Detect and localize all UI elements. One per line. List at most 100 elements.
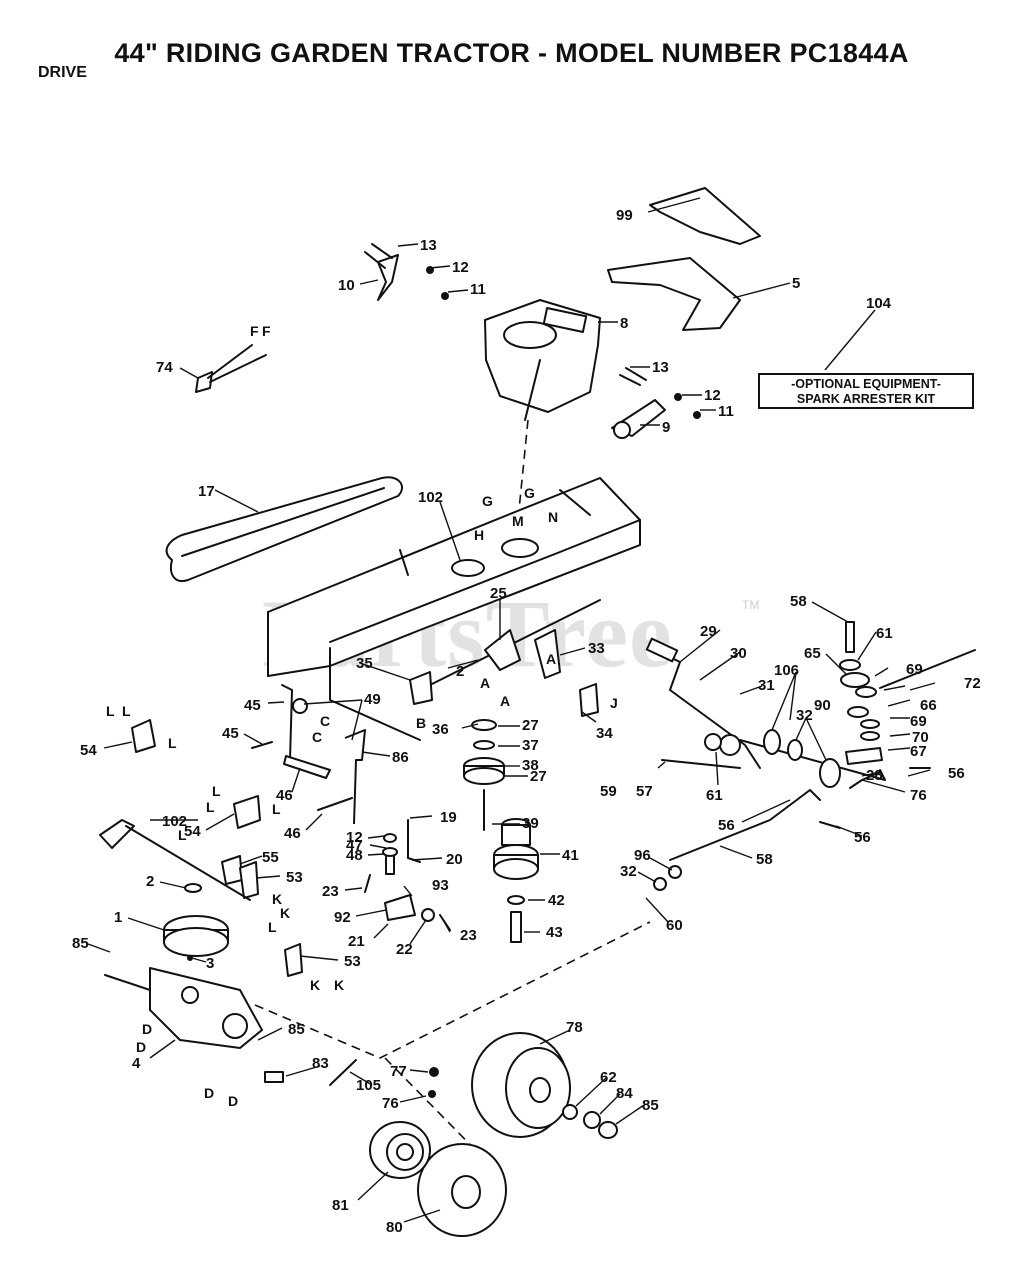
ref-K1: K [272, 891, 282, 907]
label-30: 30 [730, 645, 747, 662]
label-29: 29 [700, 623, 717, 640]
label-44: 45 [244, 697, 261, 714]
label-45a: 45 [222, 725, 239, 742]
label-46: 46 [276, 787, 293, 804]
label-85a: 85 [72, 935, 89, 952]
watermark-tm: TM [742, 598, 760, 612]
ref-A3: A [500, 693, 510, 709]
label-90: 90 [814, 697, 831, 714]
ref-A2: A [480, 675, 490, 691]
optional-equipment-box: -OPTIONAL EQUIPMENT- SPARK ARRESTER KIT [758, 373, 974, 409]
label-11b: 11 [718, 403, 734, 420]
reference-letters: F F G G H M N A A A B J C C L L L L L L … [106, 323, 618, 1109]
part-bracket-53-lower [284, 943, 303, 977]
label-60: 60 [666, 917, 683, 934]
label-2: 2 [146, 873, 154, 890]
part-wheel-78 [471, 1032, 571, 1138]
label-57: 57 [636, 783, 653, 800]
part-bracket-55 [221, 855, 243, 885]
part-rod-57 [661, 759, 741, 769]
label-59: 59 [600, 783, 617, 800]
part-bracket-36 [409, 671, 433, 705]
label-104: 104 [866, 295, 892, 312]
part-bracket-53-upper [239, 861, 259, 899]
label-11a: 11 [470, 281, 486, 298]
label-17: 17 [198, 483, 215, 500]
label-43: 43 [546, 924, 563, 941]
label-35: 34 [596, 725, 613, 742]
label-47: 49 [364, 691, 381, 708]
label-71: 72 [964, 675, 981, 692]
label-56c: 56 [854, 829, 871, 846]
ref-A1: A [546, 651, 556, 667]
part-chassis-frame [267, 477, 641, 741]
part-nut-33 [653, 877, 667, 891]
optional-equipment-line2: SPARK ARRESTER KIT [796, 392, 936, 406]
part-pulley-32b [819, 758, 841, 788]
ref-F1: F [250, 323, 259, 339]
label-33: 32 [620, 863, 637, 880]
label-40: 39 [522, 815, 539, 832]
part-shield-5 [607, 257, 741, 331]
part-nut-77 [429, 1067, 439, 1077]
label-10: 10 [338, 277, 355, 294]
label-32: 32 [796, 707, 813, 724]
part-linkage-left [251, 684, 366, 825]
label-8: 8 [620, 315, 628, 332]
part-nut-96 [668, 865, 682, 879]
ref-L6: L [272, 801, 281, 817]
part-nut-76 [428, 1090, 436, 1098]
label-12c: 12 [346, 829, 363, 846]
part-bracket-35 [579, 683, 599, 717]
part-bracket-54-upper [131, 719, 156, 753]
ref-H: H [474, 527, 484, 543]
part-shield-99 [649, 187, 761, 245]
part-pulley-32a [787, 739, 803, 761]
label-53b: 53 [344, 953, 361, 970]
part-shift-assy [364, 819, 451, 931]
label-77: 77 [390, 1063, 407, 1080]
part-wheel-79 [417, 1143, 507, 1237]
label-85b: 85 [288, 1021, 305, 1038]
part-pulley-106 [763, 729, 781, 755]
part-transaxle-4 [104, 967, 263, 1049]
ref-L7: L [178, 827, 187, 843]
label-31: 31 [758, 677, 775, 694]
ref-D2: D [136, 1039, 146, 1055]
ref-D3: D [204, 1085, 214, 1101]
optional-equipment-line1: -OPTIONAL EQUIPMENT- [791, 377, 941, 391]
label-78: 78 [566, 1019, 583, 1036]
label-54a: 54 [80, 742, 97, 759]
ref-L4: L [212, 783, 221, 799]
label-62: 62 [600, 1069, 617, 1086]
label-102b: 102 [162, 813, 187, 830]
label-4: 4 [132, 1055, 141, 1072]
part-rod-58 [669, 789, 821, 861]
ref-L2: L [122, 703, 131, 719]
label-65: 65 [804, 645, 821, 662]
label-48: 47 [346, 837, 363, 854]
part-bracket-9 [611, 367, 701, 439]
label-93: 93 [432, 877, 449, 894]
part-pulley-stack [463, 719, 539, 943]
label-23b: 23 [460, 927, 477, 944]
ref-L8: L [268, 919, 277, 935]
ref-L5: L [206, 799, 215, 815]
assembly-line-frame [254, 921, 651, 1059]
label-70: 70 [912, 729, 929, 746]
label-34: 33 [588, 640, 605, 657]
part-engine-8 [484, 299, 601, 421]
label-61a: 61 [876, 625, 893, 642]
label-13b: 13 [652, 359, 669, 376]
part-number-labels: 13 12 11 10 99 5 8 104 13 12 11 9 74 17 … [72, 207, 981, 1236]
label-67: 67 [910, 743, 927, 760]
label-80: 81 [332, 1197, 349, 1214]
part-clip-74 [195, 344, 267, 393]
ref-K2: K [280, 905, 290, 921]
part-bracket-54-lower [233, 795, 261, 829]
part-cap-84 [598, 1121, 618, 1139]
label-96: 96 [634, 847, 651, 864]
label-12b: 12 [704, 387, 721, 404]
label-39: 38 [522, 757, 539, 774]
